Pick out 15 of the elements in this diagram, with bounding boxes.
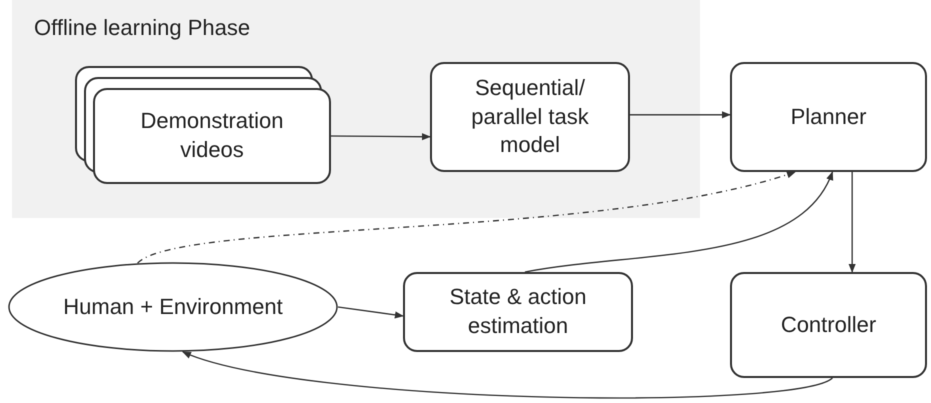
phase-panel [12, 0, 700, 218]
process-box: Controller [730, 272, 927, 378]
ellipse-node: Human + Environment [8, 262, 338, 352]
process-box: Planner [730, 62, 927, 172]
curved-arrow [182, 351, 833, 399]
arrow [848, 172, 856, 273]
arrow [630, 111, 731, 118]
process-box: State & action estimation [403, 272, 633, 352]
process-box: Sequential/ parallel task model [430, 62, 630, 172]
arrow [338, 306, 404, 318]
panel-heading: Offline learning Phase [34, 14, 250, 42]
curved-arrow [524, 171, 834, 273]
dashed-arrow [137, 170, 796, 264]
process-box: Demonstration videos [93, 88, 331, 184]
arrow [331, 133, 431, 140]
